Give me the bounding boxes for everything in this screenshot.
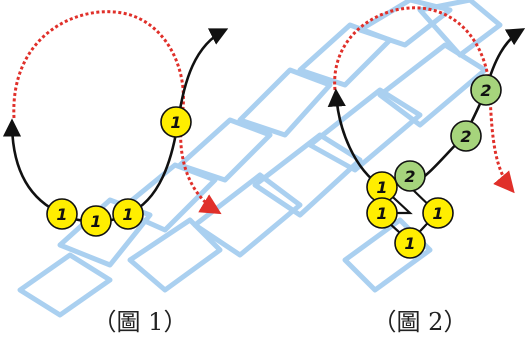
bead-label: 1 [122, 205, 133, 224]
bead-circle [470, 74, 502, 106]
figure-2-bead: 1 [422, 197, 454, 229]
bead-circle [366, 197, 398, 229]
figure-1-bead: 1 [46, 198, 78, 230]
bead-circle [450, 120, 482, 152]
figure-2-path-right [409, 28, 526, 189]
bead-circle [80, 205, 112, 237]
bead-circle [422, 197, 454, 229]
bead-label: 1 [376, 178, 387, 197]
figure-1-bead: 1 [160, 106, 192, 138]
bead-circle [160, 106, 192, 138]
figure-2-bead: 1 [366, 197, 398, 229]
bead-label: 1 [376, 204, 387, 223]
bead-circle [394, 160, 426, 192]
figure-2-bead: 2 [394, 160, 426, 192]
bead-label: 2 [404, 167, 415, 186]
bead-circle [46, 198, 78, 230]
bead-circle [112, 198, 144, 230]
bead-label: 2 [480, 81, 491, 100]
figure-1-bead: 1 [80, 205, 112, 237]
figure-2-bead: 1 [394, 227, 426, 259]
watermark [17, 0, 503, 318]
bead-circle [394, 227, 426, 259]
figure-1-dotted-path [12, 10, 222, 215]
figure-2-bead: 2 [470, 74, 502, 106]
figure-1: 1 1 1 1 [2, 10, 229, 237]
bead-label: 1 [56, 205, 67, 224]
figure-2-bead: 2 [450, 120, 482, 152]
bead-label: 1 [404, 234, 415, 253]
figure-2-caption: （圖 2） [372, 308, 468, 336]
bead-label: 1 [170, 113, 181, 132]
bead-label: 1 [90, 212, 101, 231]
figure-2-dotted-path [333, 6, 515, 194]
bead-label: 1 [432, 204, 443, 223]
figure-1-bead: 1 [112, 198, 144, 230]
figure-1-caption: （圖 1） [92, 308, 188, 336]
bead-label: 2 [460, 127, 471, 146]
